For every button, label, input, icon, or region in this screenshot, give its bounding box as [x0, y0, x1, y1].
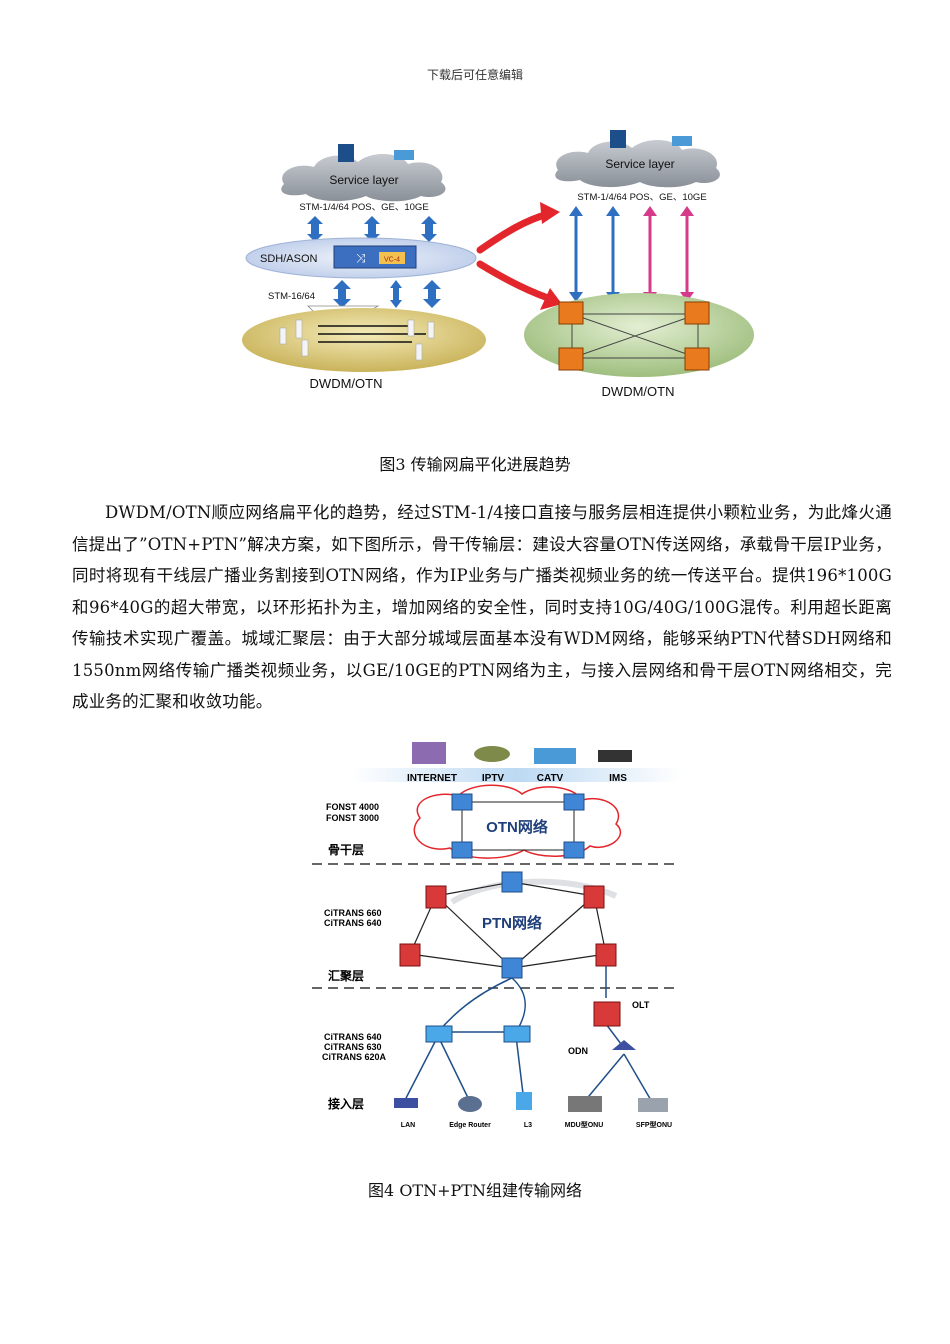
- body-paragraph: DWDM/OTN顺应网络扁平化的趋势，经过STM-1/4接口直接与服务层相连提供…: [72, 503, 892, 711]
- ims-icon: [598, 750, 632, 762]
- right-otn-nodes: [558, 301, 710, 371]
- figure-4-diagram: INTERNET IPTV CATV IMS FONST 4000 FONST …: [312, 742, 682, 1129]
- right-service-cloud: Service layer: [555, 130, 720, 188]
- left-lower-arrows: [333, 280, 441, 308]
- endpoint-lan: LAN: [401, 1122, 415, 1129]
- access-devices-2: CiTRANS 630: [324, 1042, 382, 1052]
- otn-racks: [279, 319, 435, 361]
- service-ims: IMS: [609, 773, 627, 784]
- endpoint-edge-router: Edge Router: [449, 1122, 491, 1129]
- left-service-layer-label: Service layer: [329, 173, 398, 187]
- odn-label: ODN: [568, 1046, 588, 1056]
- switch-icon: [394, 150, 414, 160]
- catv-icon: [534, 748, 576, 764]
- lan-icon: [394, 1098, 418, 1108]
- edge-router-icon: [458, 1096, 482, 1112]
- otn-devices-2: FONST 3000: [326, 813, 379, 823]
- otn-nodes: [451, 793, 585, 859]
- router-icon: [610, 130, 626, 148]
- internet-icon: [412, 742, 446, 764]
- figure-4-caption: 图4 OTN+PTN组建传输网络: [368, 1181, 582, 1200]
- evolution-arrows: [476, 210, 552, 302]
- right-dwdm-label: DWDM/OTN: [602, 384, 675, 399]
- access-nodes: [425, 1001, 636, 1050]
- switch-icon: [672, 136, 692, 146]
- odn-splitter: [612, 1040, 636, 1050]
- figure-3-diagram: Service layer STM-1/4/64 POS、GE、10GE SDH…: [242, 130, 754, 399]
- otn-devices-1: FONST 4000: [326, 802, 379, 812]
- left-interfaces-label: STM-1/4/64 POS、GE、10GE: [299, 202, 428, 213]
- header-note: 下载后可任意编辑: [426, 68, 523, 82]
- backbone-layer-label: 骨干层: [328, 843, 364, 857]
- ptn-devices-1: CiTRANS 660: [324, 908, 382, 918]
- endpoint-sfp-onu: SFP型ONU: [636, 1120, 672, 1129]
- endpoint-mdu-onu: MDU型ONU: [565, 1120, 604, 1129]
- right-service-layer-label: Service layer: [605, 157, 674, 171]
- access-layer-label: 接入层: [328, 1096, 364, 1111]
- service-band: [352, 768, 682, 782]
- service-icons: [412, 742, 632, 764]
- service-catv: CATV: [537, 773, 564, 784]
- ptn-cloud-label: PTN网络: [482, 914, 542, 932]
- olt-device: [593, 1001, 621, 1027]
- svg-text:⤨: ⤨: [356, 251, 366, 265]
- left-dwdm-layer: [242, 308, 486, 372]
- service-internet: INTERNET: [407, 773, 457, 784]
- left-dwdm-label: DWDM/OTN: [310, 376, 383, 391]
- sfp-onu-icon: [638, 1098, 668, 1112]
- router-icon: [338, 144, 354, 162]
- aggregation-layer-label: 汇聚层: [328, 969, 364, 983]
- sdh-ason-label: SDH/ASON: [260, 253, 318, 265]
- ptn-nodes: [399, 871, 617, 979]
- service-iptv: IPTV: [482, 773, 505, 784]
- stm-label: STM-16/64: [268, 291, 315, 302]
- right-mesh-links: [571, 313, 699, 359]
- endpoint-icons: [394, 1092, 668, 1112]
- left-upper-arrows: [307, 216, 437, 242]
- access-devices-1: CiTRANS 640: [324, 1032, 382, 1042]
- right-vertical-arrows: [569, 206, 694, 302]
- mdu-onu-icon: [568, 1096, 602, 1112]
- figure-3-caption: 图3 传输网扁平化进展趋势: [379, 455, 571, 474]
- access-devices-3: CiTRANS 620A: [322, 1052, 387, 1062]
- iptv-icon: [474, 746, 510, 762]
- endpoint-l3: L3: [524, 1122, 532, 1129]
- right-interfaces-label: STM-1/4/64 POS、GE、10GE: [577, 192, 706, 203]
- vc4-label: VC-4: [384, 257, 400, 264]
- l3-icon: [516, 1092, 532, 1110]
- otn-cloud-label: OTN网络: [486, 818, 548, 836]
- left-service-cloud: Service layer: [281, 144, 446, 202]
- ptn-devices-2: CiTRANS 640: [324, 918, 382, 928]
- olt-label: OLT: [632, 1000, 650, 1010]
